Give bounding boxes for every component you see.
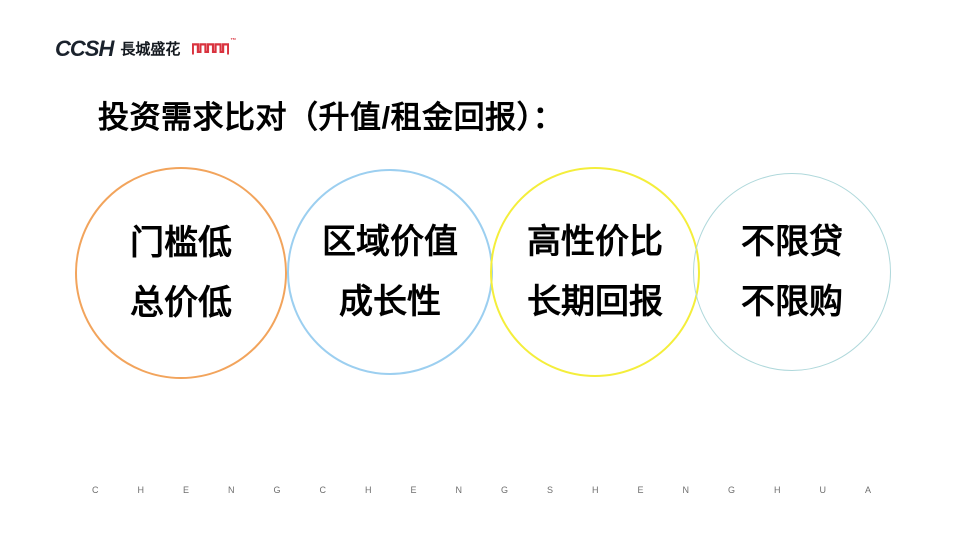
circle-text-line: 不限贷 [741,223,843,261]
circle-text-line: 高性价比 [527,223,663,261]
circle-text-line: 长期回报 [527,283,663,321]
circle-text-line: 不限购 [741,283,843,321]
great-wall-crenellation-icon: ™ [192,38,236,56]
circle-text-line: 成长性 [339,283,441,321]
circle-text-line: 总价低 [130,284,232,322]
circle-no-restrictions: 不限贷 不限购 [693,173,891,371]
brand-logo-chinese: 長城盛花 [120,40,181,58]
slide-title: 投资需求比对（升值/租金回报）： [98,100,565,135]
circle-text-line: 门槛低 [130,224,232,262]
circle-regional-value: 区域价值 成长性 [287,169,493,375]
circle-cost-performance: 高性价比 长期回报 [490,167,700,377]
footer-watermark: CHENGCHENGSHENGHUA [92,485,911,495]
trademark-symbol: ™ [230,38,237,44]
circle-text-line: 区域价值 [322,223,458,261]
brand-logo-latin: CCSH [55,36,114,61]
circle-low-threshold: 门槛低 总价低 [75,167,287,379]
brand-logo: CCSH 長城盛花 ™ [55,38,236,60]
